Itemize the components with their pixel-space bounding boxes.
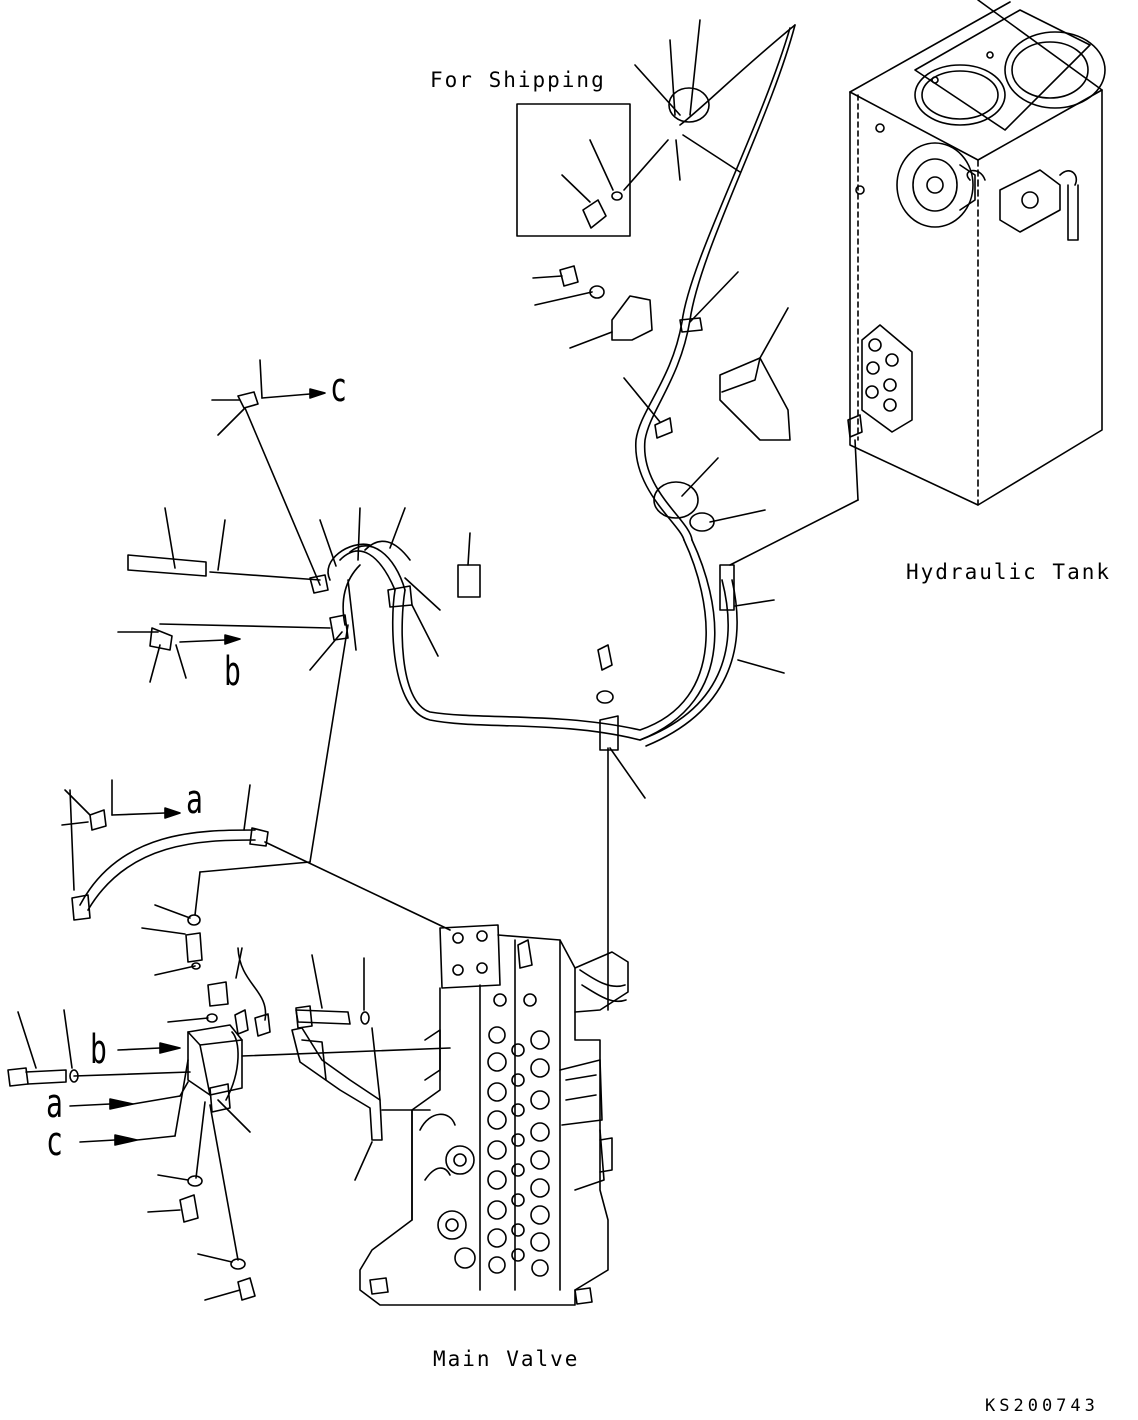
- leader-lines: [117, 19, 859, 1011]
- ref-letter-b-upper: b: [224, 649, 241, 695]
- ref-letter-c-lower: c: [46, 1119, 63, 1165]
- solenoid-block: [7, 904, 451, 1301]
- ref-letter-a-lower: a: [46, 1081, 63, 1127]
- hose-a-assembly: [61, 779, 269, 921]
- for-shipping-label: For Shipping: [430, 68, 606, 92]
- ref-letter-a-upper: a: [186, 777, 203, 823]
- ref-letter-b-lower: b: [90, 1027, 107, 1073]
- hydraulic-tank: [847, 0, 1106, 506]
- drawing-code: KS200743: [985, 1396, 1099, 1416]
- ref-letter-c-upper: c: [330, 365, 347, 411]
- hydraulic-tank-label: Hydraulic Tank: [906, 560, 1112, 584]
- shipping-inset: [516, 103, 669, 237]
- hose-assembly: [327, 24, 796, 751]
- main-valve-label: Main Valve: [433, 1347, 580, 1371]
- upper-arrows: [127, 388, 349, 651]
- main-valve: [359, 924, 629, 1306]
- bracket-plate: [291, 954, 431, 1181]
